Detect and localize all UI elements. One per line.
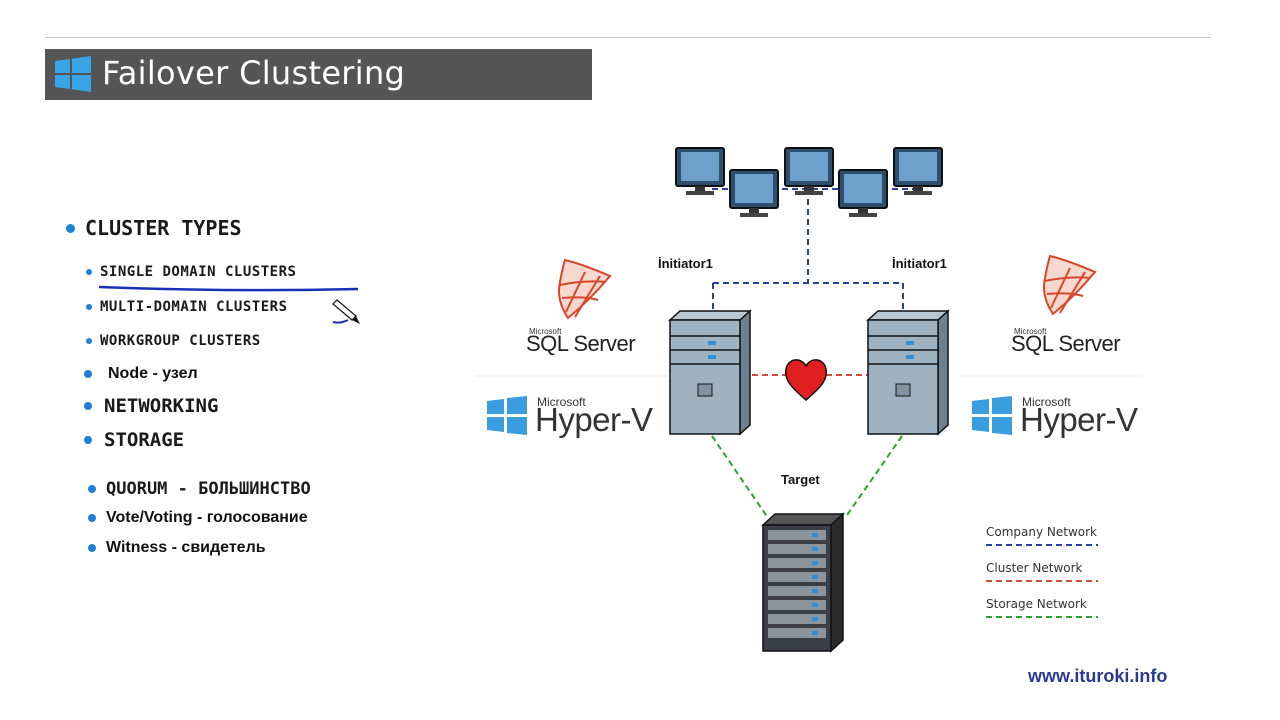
monitor-icon [729,169,779,217]
list-item-storage: Storage [84,429,184,451]
list-item-label: Vote/Voting - голосование [106,509,308,526]
list-item-label: workgroup clusters [100,333,261,349]
title-bar: Failover Clustering [45,49,592,100]
storage-target-icon [761,512,845,653]
sql-server-right-label: SQL Server [1011,331,1121,356]
pen-mark [332,319,349,324]
hyperv-microsoft-right-label: Microsoft [1022,395,1071,409]
legend-storage-network: Storage Network [986,597,1087,611]
legend-company-network: Company Network [986,525,1098,539]
list-item-label: Quorum - большинство [106,479,311,499]
initiator-right-label: İnitiator1 [892,256,947,271]
list-item-label: Node - узел [108,365,198,382]
sql-microsoft-left-label: Microsoft [529,327,562,336]
list-item-networking: Networking [84,395,218,417]
list-item-single-domain: single domain clusters [86,264,296,280]
bullet-dot [66,223,75,233]
legend-lines [986,544,1098,618]
list-item-label: Storage [104,429,185,451]
bullet-dot [88,514,96,522]
legend-cluster-network: Cluster Network [986,561,1083,575]
watermark-link[interactable]: www.ituroki.info [1028,666,1168,686]
list-item-cluster-types: Cluster types [66,216,242,240]
initiator-left-label: İnitiator1 [658,256,713,271]
windows-logo-icon [55,56,91,92]
list-item-label: Cluster types [85,216,242,240]
pencil-cursor-icon [332,299,360,324]
hyperv-right-label: Hyper-V [1020,401,1138,438]
server-node-right-icon [866,309,950,436]
list-item-multi-domain: multi-domain clusters [86,299,288,315]
bullet-dot [86,304,92,310]
storage-network-lines [711,435,903,519]
page-title: Failover Clustering [102,54,406,92]
pen-underline [98,285,359,292]
list-item-quorum: Quorum - большинство [88,479,311,499]
monitor-icon [675,147,725,195]
bullet-dot [86,338,92,344]
sql-microsoft-right-label: Microsoft [1014,327,1047,336]
list-item-vote: Vote/Voting - голосование [88,509,308,527]
monitor-icon [893,147,943,195]
hyperv-left-label: Hyper-V [535,401,653,438]
hyperv-logo-left-icon [487,396,527,435]
bullet-dot [88,485,96,493]
list-item-label: Networking [104,395,219,417]
list-item-workgroup: workgroup clusters [86,333,261,349]
server-node-left-icon [668,309,752,436]
bullet-dot [86,269,92,275]
hyperv-microsoft-left-label: Microsoft [537,395,586,409]
target-label: Target [781,472,820,487]
sql-server-left-label: SQL Server [526,331,636,356]
bullet-dot [84,402,92,410]
hyperv-logo-right-icon [972,396,1012,435]
list-item-witness: Witness - свидетель [88,539,266,557]
sql-server-logo-right-icon [1043,254,1097,316]
list-item-label: multi-domain clusters [100,299,288,315]
top-divider [45,37,1211,38]
list-item-label: Witness - свидетель [106,539,266,556]
bullet-dot [88,544,96,552]
monitor-icon [838,169,888,217]
bullet-dot [84,370,92,378]
client-monitors [675,147,943,217]
sql-server-logo-left-icon [558,258,612,320]
list-item-node: Node - узел [84,365,198,383]
monitor-icon [784,147,834,195]
bullet-dot [84,436,92,444]
list-item-label: single domain clusters [100,264,297,280]
heart-icon [784,359,828,401]
